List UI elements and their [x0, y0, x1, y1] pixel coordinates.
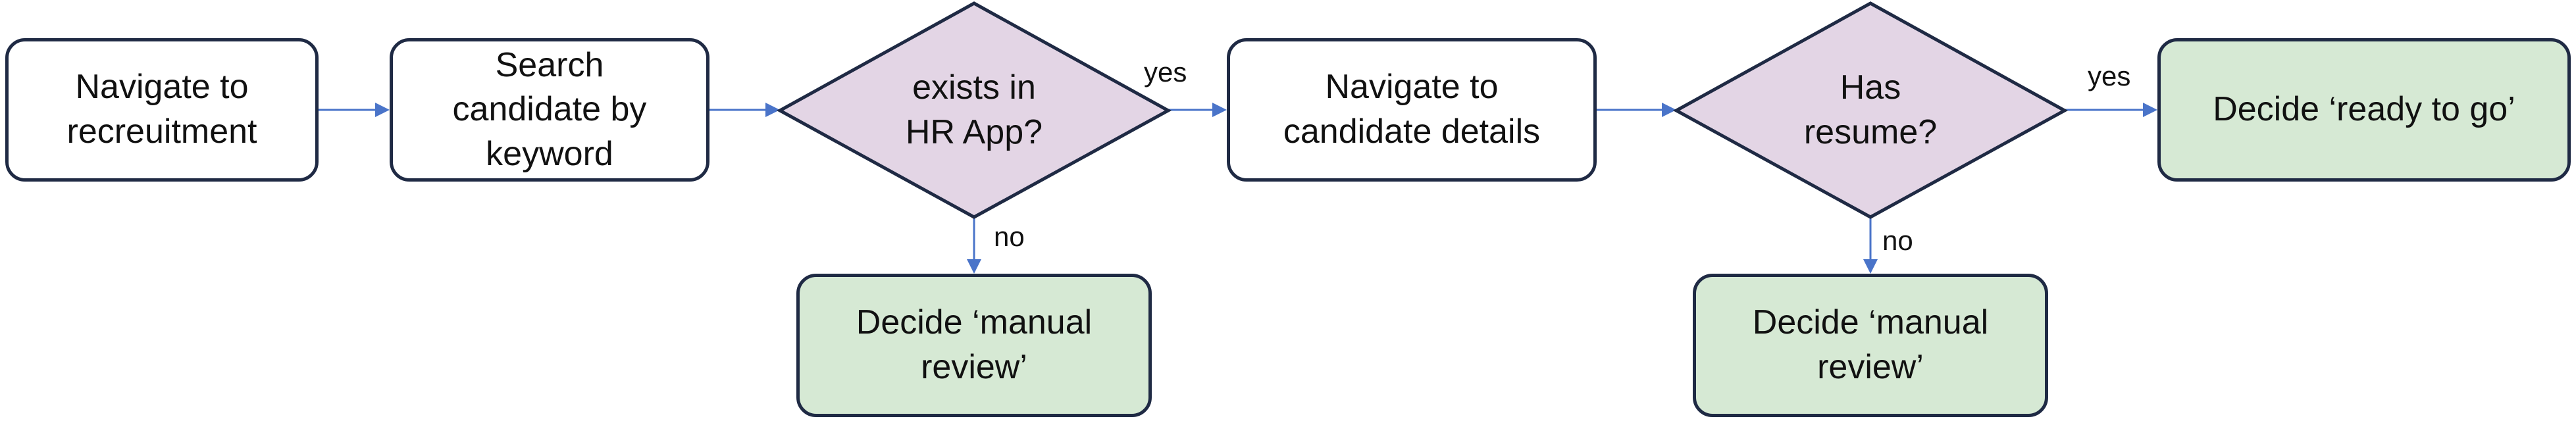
outcome-text-line: Decide ‘manual	[1752, 303, 1989, 342]
exists-decision-text: exists in HR App?	[875, 56, 1073, 164]
arrow-search-to-exists-head	[765, 103, 780, 117]
manual-review-outcome-1: Decide ‘manual review’	[796, 274, 1152, 417]
search-candidate-step: Search candidate by keyword	[390, 38, 709, 182]
arrow-recruitment-to-search-head	[375, 103, 390, 117]
outcome-text-line: Decide ‘manual	[856, 303, 1093, 342]
step-text-line: candidate by	[452, 90, 647, 129]
outcome-text-line: review’	[921, 348, 1027, 386]
exists-in-hr-app-decision	[776, 1, 1172, 219]
outcome-text-line: review’	[1817, 348, 1924, 386]
outcome-text-line: Decide ‘ready to go’	[2213, 90, 2515, 129]
step-text-line: Navigate to	[75, 68, 249, 107]
step-text-line: keyword	[486, 134, 613, 173]
step-text-line: Search	[495, 45, 604, 84]
decision-text-line: exists in	[912, 68, 1036, 107]
decision-text-line: resume?	[1803, 113, 1938, 151]
decision-text-line: HR App?	[905, 113, 1043, 151]
decision-diamond-shape	[776, 1, 1172, 219]
step-text-line: Navigate to	[1325, 68, 1499, 107]
manual-review-outcome-2: Decide ‘manual review’	[1693, 274, 2048, 417]
has-resume-decision	[1672, 1, 2069, 219]
arrow-details-to-resume-head	[1662, 103, 1676, 117]
navigate-details-step: Navigate to candidate details	[1227, 38, 1597, 182]
step-text-line: recreuitment	[66, 113, 257, 151]
arrow-exists-yes-to-details-head	[1212, 103, 1227, 117]
resume-no-label: no	[1882, 225, 1913, 256]
resume-yes-label: yes	[2088, 61, 2131, 91]
decision-diamond-shape	[1672, 1, 2069, 219]
navigate-recruitment-step: Navigate to recreuitment	[5, 38, 319, 182]
resume-decision-text: Has resume?	[1772, 56, 1969, 164]
ready-to-go-outcome: Decide ‘ready to go’	[2157, 38, 2571, 182]
decision-text-line: Has	[1840, 68, 1901, 107]
arrow-resume-no-to-review-head	[1863, 259, 1878, 274]
arrow-exists-no-to-review-head	[967, 259, 981, 274]
exists-yes-label: yes	[1144, 57, 1187, 88]
exists-no-label: no	[994, 221, 1025, 252]
step-text-line: candidate details	[1283, 113, 1541, 151]
arrow-resume-yes-to-ready-head	[2143, 103, 2157, 117]
